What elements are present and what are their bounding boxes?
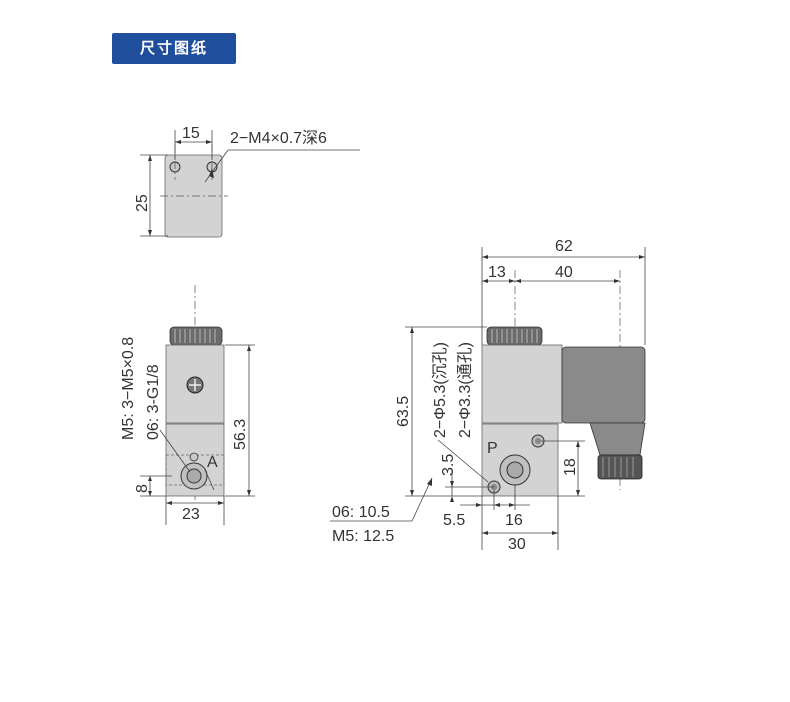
front-port-x-dim: 16 (505, 512, 523, 529)
front-connector-dim: 40 (555, 264, 573, 281)
front-connector-plug (561, 346, 646, 424)
front-hole-note-1: 2−Φ5.3(沉孔) (431, 342, 449, 438)
front-body-width-dim: 30 (508, 536, 526, 553)
top-height-dim: 25 (134, 194, 151, 212)
front-knurl-cap (486, 326, 543, 346)
front-port-height-dim: 18 (562, 458, 579, 476)
front-cable-gland (597, 454, 643, 480)
side-port-height-dim: 8 (134, 484, 151, 493)
front-height-dim: 63.5 (395, 396, 412, 427)
front-left-offset-dim: 5.5 (443, 512, 465, 529)
front-overall-width-dim: 62 (555, 238, 573, 255)
front-offset-dim: 13 (488, 264, 506, 281)
side-port-note: M5: 3−M5×0.8 (120, 337, 137, 440)
side-knurl-cap (169, 326, 223, 346)
front-connector-neck (589, 422, 646, 456)
section-title: 尺寸图纸 (112, 33, 236, 64)
front-variant-06: 06: 10.5 (332, 504, 390, 521)
front-hole-offset-dim: 3.5 (440, 454, 457, 476)
top-view: 15 2−M4×0.7深6 25 (134, 125, 360, 238)
top-thread-note: 2−M4×0.7深6 (230, 129, 327, 147)
front-variant-m5: M5: 12.5 (332, 528, 394, 545)
front-port-label: P (487, 440, 498, 457)
front-hole-note-2: 2−Φ3.3(通孔) (456, 342, 474, 438)
side-view: A M5: 3−M5×0.8 06: 3-G1/8 56.3 8 23 (120, 285, 255, 525)
side-port-label: A (207, 454, 218, 471)
side-width-dim: 23 (182, 506, 200, 523)
front-coil-body (481, 344, 563, 424)
front-view: 62 13 40 (330, 238, 646, 553)
top-width-dim: 15 (182, 125, 200, 142)
side-port-note-2: 06: 3-G1/8 (145, 364, 162, 440)
side-height-dim: 56.3 (232, 419, 249, 450)
